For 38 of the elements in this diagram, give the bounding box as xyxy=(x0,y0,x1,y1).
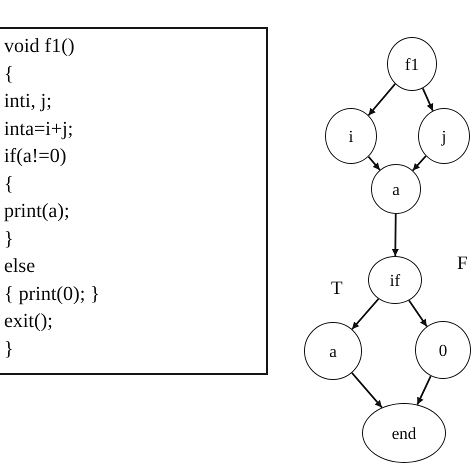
arrow xyxy=(392,214,399,256)
node-label: a xyxy=(329,342,337,360)
arrow xyxy=(408,300,428,327)
code-line: } xyxy=(4,336,14,362)
code-line: exit(); xyxy=(4,309,53,334)
arrow xyxy=(422,88,434,112)
arrow xyxy=(368,156,380,171)
arrow xyxy=(351,298,380,330)
branch-label: T xyxy=(331,279,343,298)
code-line: else xyxy=(4,254,36,279)
node-label: i xyxy=(348,128,354,144)
graph-node xyxy=(418,108,470,164)
code-line: inta=i+j; xyxy=(4,116,74,142)
code-line: } xyxy=(4,226,14,252)
code-line: { xyxy=(4,172,14,196)
code-line: if(a!=0) xyxy=(4,144,66,169)
code-box xyxy=(0,27,268,375)
graph-node xyxy=(304,322,362,380)
node-label: j xyxy=(442,128,446,144)
code-line: inti, j; xyxy=(4,89,52,114)
arrow xyxy=(368,83,396,116)
arrow xyxy=(351,372,383,408)
arrow xyxy=(412,155,427,172)
graph-node xyxy=(387,37,437,91)
branch-label: F xyxy=(457,254,468,273)
graph-node xyxy=(371,164,421,214)
graph-node xyxy=(368,256,422,304)
node-label: if xyxy=(390,272,400,288)
node-label: end xyxy=(392,424,416,442)
node-label: f1 xyxy=(404,56,420,72)
node-label: a xyxy=(392,180,400,198)
code-line: { xyxy=(4,62,14,86)
graph-node xyxy=(325,108,377,164)
arrow xyxy=(416,376,432,405)
node-label: 0 xyxy=(438,342,448,358)
code-line: { print(0); } xyxy=(4,282,100,306)
code-line: void f1() xyxy=(4,34,75,59)
code-line: print(a); xyxy=(4,199,70,224)
